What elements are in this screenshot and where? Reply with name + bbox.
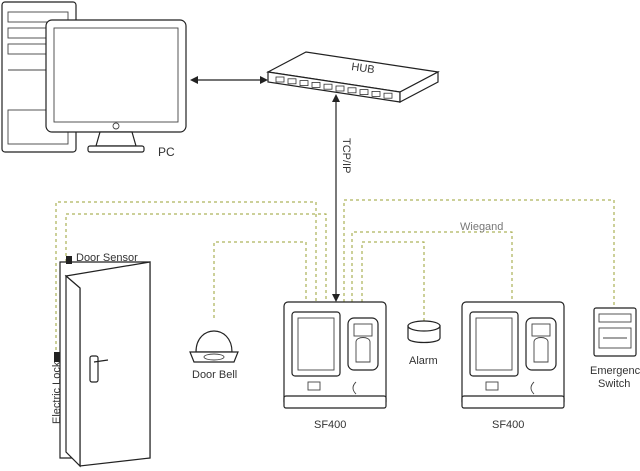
sf400-label-1: SF400	[314, 419, 346, 431]
door	[54, 256, 151, 468]
hub-port	[383, 92, 393, 99]
pc-hub-link	[190, 76, 268, 84]
wiring-lines	[55, 199, 615, 356]
wiegand-label: Wiegand	[460, 221, 503, 233]
sf400-label-2: SF400	[492, 419, 524, 431]
hub-port	[299, 80, 309, 86]
tcpip-link	[332, 94, 340, 302]
sf400-device-1	[283, 301, 387, 409]
hub-port	[371, 91, 381, 97]
hub-label: HUB	[351, 61, 376, 76]
emergency-switch	[593, 307, 637, 357]
alarm-label: Alarm	[409, 355, 438, 367]
hub-port	[347, 87, 357, 94]
hub-port	[359, 89, 369, 95]
network-hub	[266, 51, 440, 103]
pc-monitor	[45, 19, 187, 153]
hub-port	[335, 85, 345, 92]
tcpip-label: TCP/IP	[340, 138, 352, 173]
hub-port	[287, 78, 297, 85]
door-bell	[189, 330, 239, 363]
emergency-switch-label-1: Emergency	[590, 365, 640, 377]
door-bell-label: Door Bell	[192, 369, 237, 381]
hub-port	[275, 76, 285, 83]
alarm	[407, 320, 441, 344]
emergency-switch-label-2: Switch	[598, 378, 630, 390]
door-sensor-label: Door Sensor	[76, 252, 138, 264]
hub-port	[323, 83, 333, 90]
pc-label: PC	[158, 145, 175, 159]
sf400-device-2	[461, 301, 565, 409]
electric-lock-label: Electric Lock	[51, 361, 63, 424]
hub-port	[311, 82, 321, 88]
